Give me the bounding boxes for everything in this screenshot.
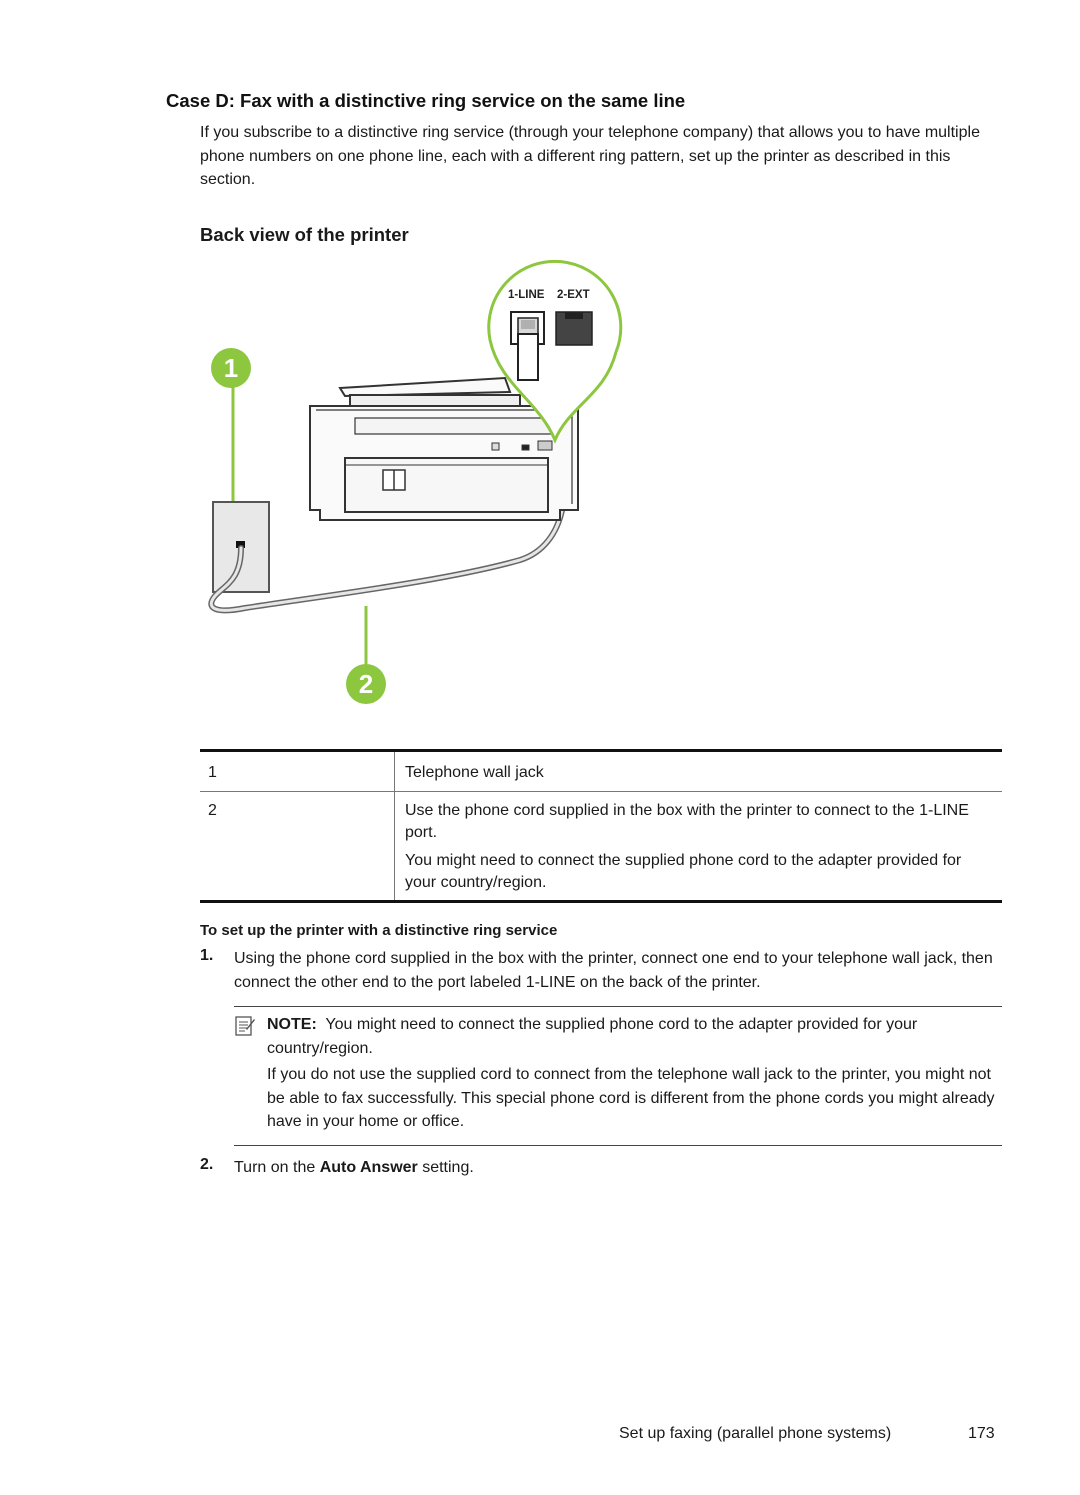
printer-body [309, 376, 579, 521]
footer-page-number: 173 [968, 1425, 995, 1442]
table-column-divider [394, 752, 395, 900]
figure-title: Back view of the printer [200, 224, 409, 245]
table-row-1-num: 1 [208, 764, 217, 781]
table-row-2-desc: Use the phone cord supplied in the box w… [405, 802, 969, 841]
table-row-2-num: 2 [208, 802, 217, 819]
step-1-text: Using the phone cord supplied in the box… [234, 950, 993, 991]
step-2-text-after: setting. [417, 1159, 474, 1176]
note-bottom-rule [234, 1145, 1002, 1146]
port-magnifier: 1-LINE 2-EXT [487, 259, 623, 444]
step-2-text-before: Turn on the [234, 1159, 320, 1176]
step-2-number: 2. [200, 1156, 214, 1173]
svg-text:2: 2 [359, 669, 373, 699]
section-title: Case D: Fax with a distinctive ring serv… [166, 90, 686, 111]
step-1-number: 1. [200, 947, 214, 964]
port-label-ext: 2-EXT [557, 289, 590, 301]
table-bottom-rule [200, 900, 1002, 903]
port-label-line: 1-LINE [508, 289, 545, 301]
callout-1-badge: 1 [211, 348, 251, 388]
note-top-rule [234, 1006, 1002, 1007]
phone-cord [208, 449, 568, 614]
note-icon [235, 1016, 255, 1036]
intro-paragraph: If you subscribe to a distinctive ring s… [200, 124, 980, 188]
printer-back-view-illustration: 1-LINE 2-EXT 1 2 [208, 259, 623, 704]
table-row-divider [200, 791, 1002, 792]
callout-2-badge: 2 [346, 664, 386, 704]
ext-port-icon [555, 311, 593, 346]
auto-answer-setting: Auto Answer [319, 1159, 418, 1176]
step-2-text: Turn on the Auto Answer setting. [234, 1156, 1000, 1180]
note-text: You might need to connect the supplied p… [267, 1016, 918, 1057]
table-row-2-desc-extra: You might need to connect the supplied p… [405, 852, 962, 891]
note-label: NOTE: [267, 1016, 317, 1033]
footer-section-title: Set up faxing (parallel phone systems) [619, 1425, 892, 1442]
svg-text:1: 1 [224, 353, 238, 383]
procedure-title: To set up the printer with a distinctive… [200, 922, 558, 939]
table-row-1-desc: Telephone wall jack [405, 764, 544, 781]
line-port-icon [510, 311, 545, 381]
table-top-rule [200, 749, 1002, 752]
note-extra-text: If you do not use the supplied cord to c… [267, 1066, 995, 1130]
note-body: NOTE: You might need to connect the supp… [267, 1013, 1000, 1060]
